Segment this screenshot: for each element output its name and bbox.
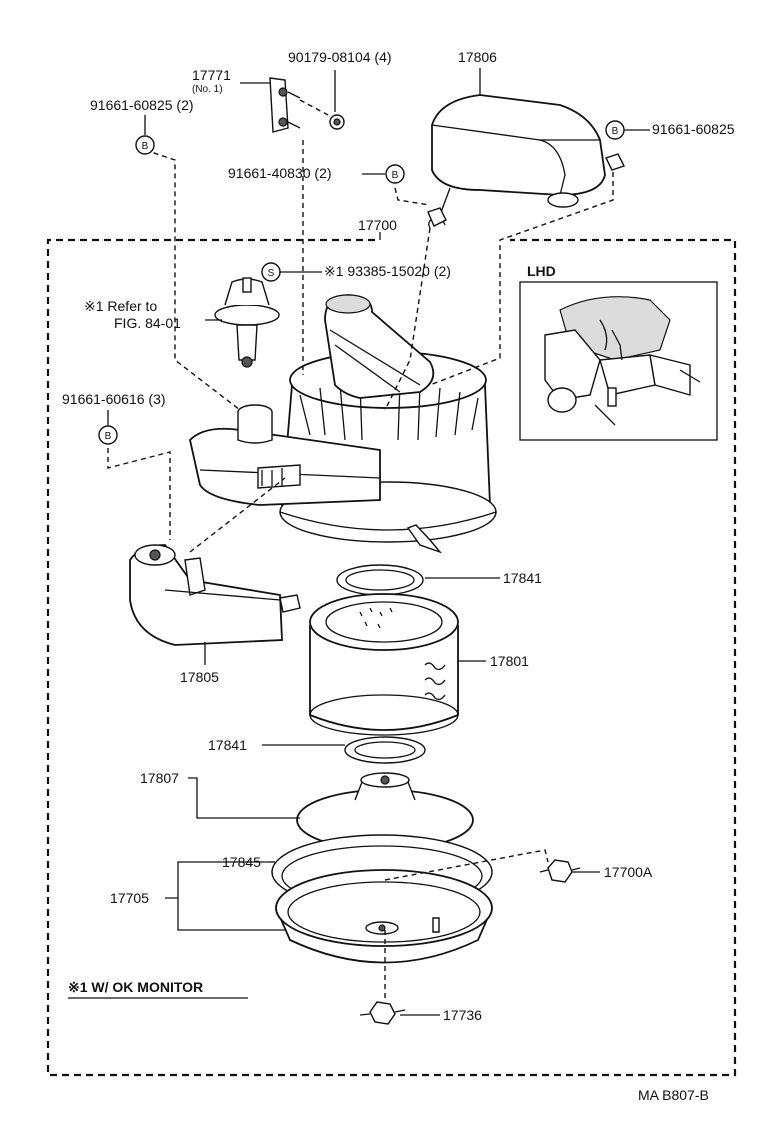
label-91661-60825-2: 91661-60825 (2): [90, 97, 194, 113]
lhd-assembly-drawing: [544, 296, 701, 426]
svg-text:B: B: [142, 141, 149, 152]
figure-code: MA B807-B: [638, 1087, 709, 1103]
label-17771-no: (No. 1): [192, 84, 223, 95]
svg-text:B: B: [392, 170, 399, 181]
part-17841-gasket-top: [336, 564, 424, 596]
svg-text:B: B: [105, 431, 112, 442]
label-91661-60616: 91661-60616 (3): [62, 391, 166, 407]
label-17705: 17705: [110, 890, 149, 906]
cover-grommets: [427, 153, 625, 227]
label-17841-bot: 17841: [208, 737, 247, 753]
ref-line-wingnut-right: [384, 849, 549, 881]
label-17700: 17700: [358, 217, 397, 233]
label-refer-2: FIG. 84-01: [114, 315, 181, 331]
part-90179-nut: [299, 99, 345, 130]
ref-line-bracket: [189, 477, 286, 553]
marker-b-4: B: [98, 425, 118, 445]
marker-b-1: B: [135, 135, 155, 155]
svg-text:S: S: [268, 268, 275, 279]
footnote-ok-monitor: ※1 W/ OK MONITOR: [68, 979, 203, 995]
part-17700A-wingnut: [539, 859, 581, 883]
label-17805: 17805: [180, 669, 219, 685]
marker-b-2: B: [385, 164, 405, 184]
label-17771: 17771: [192, 67, 231, 83]
label-17807: 17807: [140, 770, 179, 786]
leader-17705: [165, 861, 285, 931]
label-91661-60825: 91661-60825: [652, 121, 735, 137]
lhd-inset: LHD: [519, 263, 718, 441]
label-17841-top: 17841: [503, 570, 542, 586]
part-17771-bracket: [269, 77, 301, 133]
label-91661-40830: 91661-40830 (2): [228, 165, 332, 181]
marker-b-3: B: [605, 120, 625, 140]
label-refer-1: ※1 Refer to: [84, 298, 157, 314]
lhd-label: LHD: [527, 263, 556, 279]
part-17806-cover: [428, 94, 606, 229]
part-17805-bracket: [129, 544, 301, 646]
assembly-frame: [46, 238, 737, 1077]
part-17705-case: [275, 869, 493, 964]
label-17845: 17845: [222, 854, 261, 870]
part-17801-filter-element: [309, 593, 459, 736]
label-17736: 17736: [443, 1007, 482, 1023]
label-17700A: 17700A: [604, 864, 653, 880]
ref-line-b-left: [144, 149, 241, 411]
part-17736-wingnut: [359, 1001, 406, 1025]
part-17841-gasket-bottom: [344, 736, 426, 764]
label-93385: ※1 93385-15020 (2): [324, 263, 451, 279]
leader-17807: [188, 777, 300, 819]
marker-s: S: [261, 262, 281, 282]
ref-line-b-left-lower: [107, 448, 171, 540]
vacuum-switch-part: [214, 277, 280, 368]
intake-snorkel: [324, 294, 435, 399]
label-17801: 17801: [490, 653, 529, 669]
label-90179: 90179-08104 (4): [288, 49, 392, 65]
housing-side-arm: [189, 404, 381, 506]
ref-line-b-mid: [394, 187, 431, 206]
ref-line-cover-right: [429, 172, 614, 386]
label-17806: 17806: [458, 49, 497, 65]
svg-text:B: B: [612, 126, 619, 137]
